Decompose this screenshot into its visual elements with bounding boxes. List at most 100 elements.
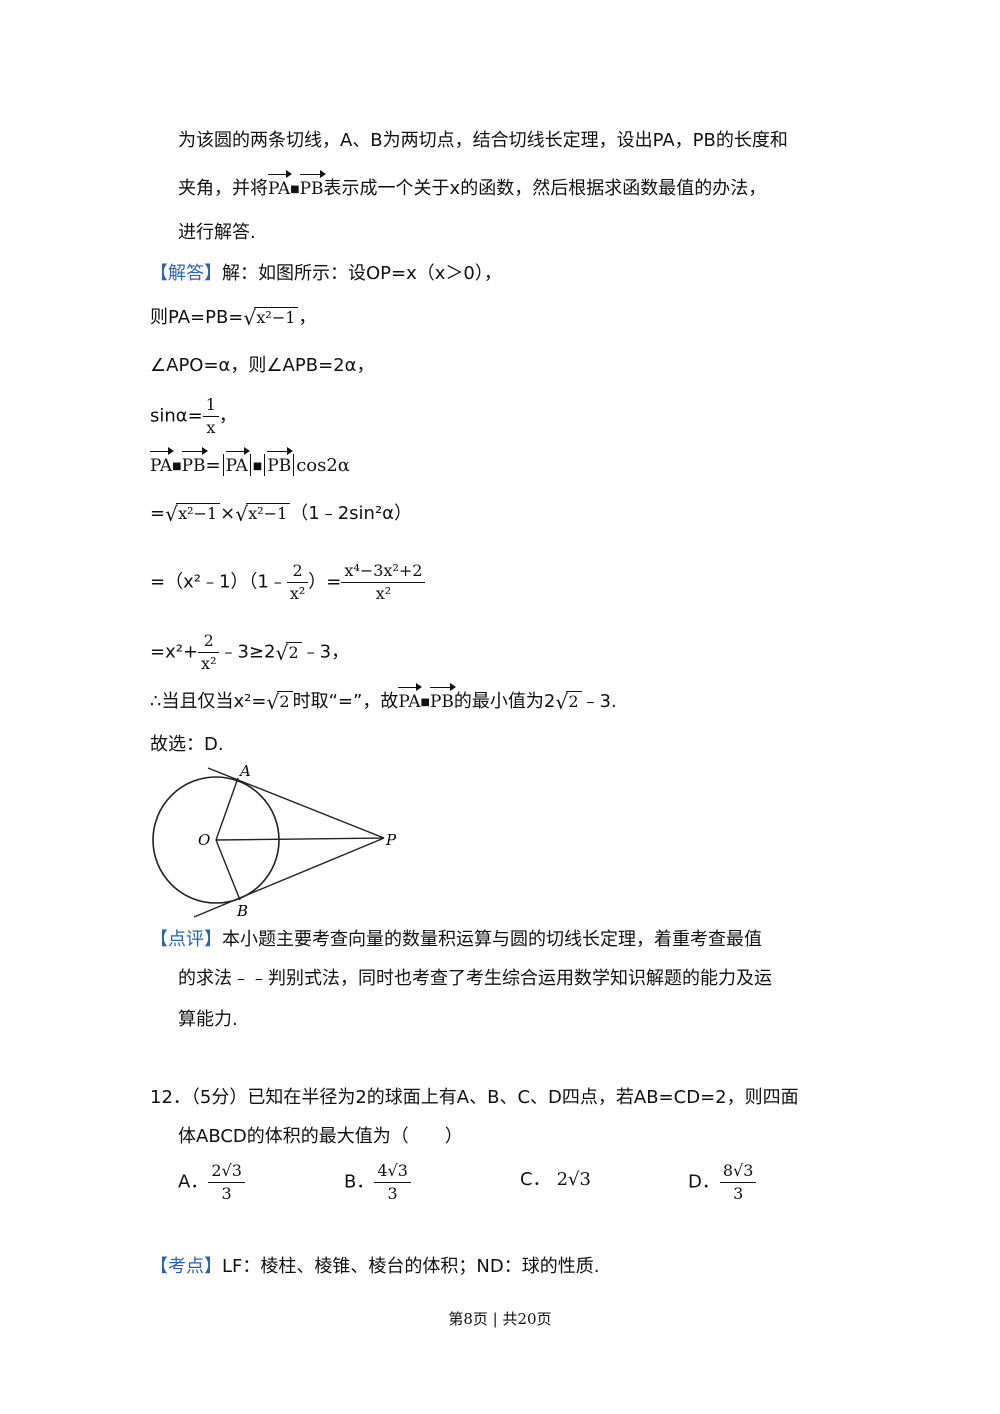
comment-text: 本小题主要考查向量的数量积运算与圆的切线长定理，着重考查最值 [222, 929, 762, 950]
denominator: 3 [221, 1184, 232, 1203]
page-footer: 第8页 | 共20页 [448, 1310, 552, 1328]
step-text: =x²+ [150, 641, 199, 663]
denominator: 3 [387, 1184, 398, 1203]
step-text: ﹣3， [301, 641, 350, 663]
question-12-line-1: 12．（5分）已知在半径为2的球面上有A、B、C、D四点，若AB=CD=2，则四… [150, 1087, 799, 1108]
radicand: x²−1 [254, 307, 299, 327]
comment-line-1: 【点评】本小题主要考查向量的数量积运算与圆的切线长定理，着重考查最值 [150, 928, 762, 952]
vector-pb: PB [267, 447, 294, 478]
sqrt-expression: √x²−1 [165, 502, 221, 526]
comment-line-2: 的求法﹣﹣判别式法，同时也考查了考生综合运用数学知识解题的能力及运 [178, 968, 772, 989]
step-text: sinα= [150, 405, 203, 427]
step-text: ﹣3. [581, 691, 617, 712]
radius-ob [215, 839, 241, 901]
sqrt-2: √2 [266, 690, 293, 714]
dot-operator: ■ [172, 461, 182, 472]
times: × [220, 503, 236, 524]
comment-tag: 【点评】 [150, 929, 222, 950]
equals: = [205, 455, 221, 476]
step-text: =（x²﹣1）（1﹣ [150, 571, 287, 593]
sqrt-2: √2 [275, 641, 302, 665]
equals: = [150, 503, 166, 524]
abs-bar [249, 454, 251, 476]
option-label: A． [178, 1171, 209, 1193]
analysis-line-1: 为该圆的两条切线，A、B为两切点，结合切线长定理，设出PA，PB的长度和 [178, 130, 788, 151]
step-text: ， [218, 405, 237, 427]
circle [152, 776, 280, 904]
vector-pa: PA [150, 447, 175, 478]
denominator: x² [289, 584, 306, 603]
radicand: x²−1 [176, 503, 221, 523]
vector-pa: PA [268, 170, 293, 201]
vector-pb: PB [429, 683, 456, 714]
tangent-line-pa [207, 767, 385, 839]
radicand: 2 [286, 641, 302, 662]
comment-line-3: 算能力. [178, 1009, 238, 1030]
abs-bar [293, 454, 295, 476]
tangent-circle-figure: A B O P [152, 762, 397, 920]
analysis-text: 夹角，并将 [178, 178, 268, 199]
label-p: P [385, 831, 397, 849]
solution-answer: 故选：D. [150, 734, 224, 755]
kaodian-tag: 【考点】 [150, 1256, 222, 1277]
numerator: 2 [198, 630, 220, 653]
segment-op [215, 837, 385, 841]
tangent-line-pb [193, 837, 385, 918]
numerator: 1 [202, 394, 219, 417]
analysis-line-3: 进行解答. [178, 222, 256, 243]
step-text: 的最小值为2 [453, 691, 556, 712]
option-c: C．2√3 [520, 1168, 591, 1192]
vector-pa: PA [398, 683, 423, 714]
solution-intro: 【解答】解：如图所示：设OP=x（x＞0）， [150, 262, 502, 286]
sqrt-expression: √x²−1 [243, 306, 299, 330]
numerator: 2 [286, 560, 309, 583]
vector-pb: PB [181, 447, 208, 478]
label-b: B [236, 902, 248, 920]
numerator: x⁴−3x²+2 [341, 560, 426, 583]
dot-operator: ■ [420, 697, 430, 708]
solution-step-2: ∠APO=α，则∠APB=2α， [150, 355, 375, 376]
kaodian-text: LF：棱柱、棱锥、棱台的体积；ND：球的性质. [222, 1256, 600, 1277]
question-12-line-2: 体ABCD的体积的最大值为（ ） [178, 1126, 463, 1147]
step-text: ﹣3≥2 [219, 641, 276, 663]
denominator: x² [201, 654, 217, 673]
radicand: 2 [566, 691, 582, 711]
numerator: 8√3 [719, 1160, 757, 1183]
solution-step-1: 则PA=PB=√x²−1， [150, 306, 316, 330]
numerator: 2√3 [208, 1160, 245, 1183]
step-text: ∴当且仅当x²= [150, 691, 267, 712]
label-o: O [198, 831, 210, 849]
analysis-text: 表示成一个关于x的函数，然后根据求函数最值的办法， [323, 178, 767, 199]
solution-tag: 【解答】 [150, 263, 222, 284]
cos-term: cos2α [296, 455, 350, 476]
sqrt-expression: √x²−1 [235, 502, 291, 526]
abs-bar [264, 454, 266, 476]
abs-bar [222, 454, 224, 476]
solution-intro-text: 解：如图所示：设OP=x（x＞0）， [222, 263, 502, 284]
step-text: ， [298, 307, 317, 328]
dot-operator: ■ [252, 461, 263, 472]
step-text: （1﹣2sin²α） [290, 503, 413, 524]
vector-pb: PB [299, 170, 326, 201]
step-text: 时取“=”，故 [292, 691, 399, 712]
option-c-value: 2√3 [556, 1169, 591, 1190]
option-label: B． [344, 1171, 375, 1193]
analysis-line-2: 夹角，并将PA■PB表示成一个关于x的函数，然后根据求函数最值的办法， [178, 170, 767, 202]
sqrt-2: √2 [555, 690, 582, 714]
solution-step-5: =√x²−1×√x²−1（1﹣2sin²α） [150, 502, 412, 526]
kaodian-line: 【考点】LF：棱柱、棱锥、棱台的体积；ND：球的性质. [150, 1255, 599, 1279]
step-text: ）= [308, 571, 342, 593]
